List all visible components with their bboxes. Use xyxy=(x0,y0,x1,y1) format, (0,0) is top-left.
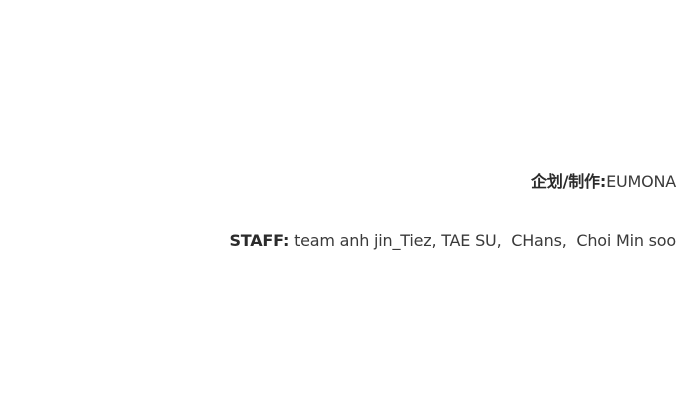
staff-label: STAFF: xyxy=(229,231,290,250)
staff-credit-line: STAFF: team anh jin_Tiez, TAE SU, CHans,… xyxy=(229,231,676,251)
production-value: EUMONA xyxy=(606,172,676,191)
credits-block: 企划/制作:EUMONA STAFF: team anh jin_Tiez, T… xyxy=(229,172,676,251)
staff-value: team anh jin_Tiez, TAE SU, CHans, Choi M… xyxy=(289,231,676,250)
production-label: 企划/制作: xyxy=(531,172,607,191)
production-credit-line: 企划/制作:EUMONA xyxy=(531,172,676,192)
